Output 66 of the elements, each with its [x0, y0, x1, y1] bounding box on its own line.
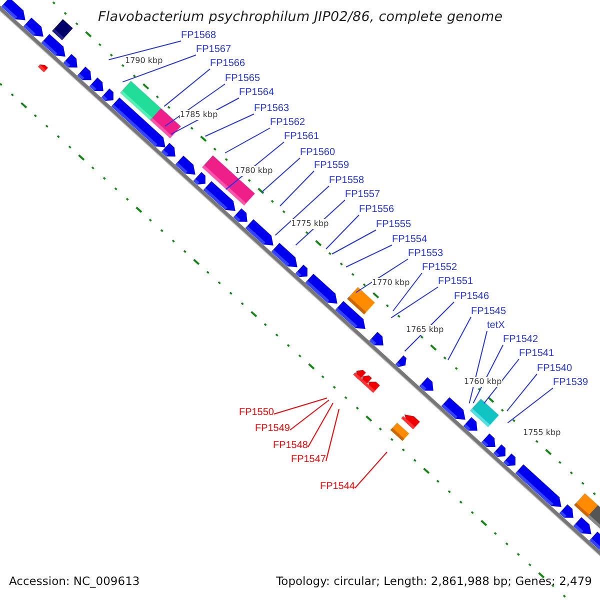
gene-label: FP1540 [537, 363, 572, 375]
gene-label: FP1567 [196, 44, 232, 56]
position-label: 1755 kbp [523, 428, 561, 438]
gene-label: FP1563 [254, 103, 290, 115]
leader-line [274, 398, 328, 414]
leader-line [290, 400, 330, 430]
gene-label: FP1565 [225, 73, 260, 85]
position-label: 1765 kbp [406, 325, 444, 335]
leader-line [164, 68, 210, 107]
gene-label: FP1568 [181, 30, 216, 42]
leader-line [326, 408, 340, 462]
leader-line [332, 230, 376, 254]
gene-label: FP1562 [270, 117, 306, 129]
leader-line [507, 388, 554, 424]
gene-label: FP1556 [359, 204, 394, 216]
leader-line [392, 272, 422, 312]
gene-label: FP1559 [314, 160, 350, 172]
leader-line [390, 286, 438, 318]
leader-line [280, 170, 314, 206]
leader-line [274, 186, 330, 236]
leader-line [355, 258, 408, 293]
leader-line [224, 128, 270, 154]
leader-line [468, 330, 488, 404]
gene-label: FP1551 [438, 276, 474, 288]
gene-label: FP1545 [471, 306, 506, 318]
leader-line [108, 40, 182, 60]
gene-label: FP1541 [519, 348, 554, 360]
gene-label: FP1546 [454, 291, 490, 303]
position-label: 1770 kbp [372, 278, 410, 288]
gene-label: FP1544 [320, 481, 355, 493]
gene-label: FP1560 [300, 147, 336, 159]
gene-label: FP1553 [408, 248, 444, 260]
leader-line [484, 358, 520, 404]
position-label: 1760 kbp [464, 377, 502, 387]
leader-line [326, 214, 360, 250]
leader-line [308, 402, 334, 448]
gene-label: FP1554 [392, 234, 428, 246]
gene-label: FP1552 [422, 262, 458, 274]
leader-line [346, 244, 392, 268]
gene-label: FP1549 [254, 423, 290, 435]
gene-label: FP1557 [345, 189, 380, 201]
gene-label: tetX [487, 320, 505, 332]
leader-line [164, 84, 226, 127]
leader-line [354, 452, 388, 488]
leader-line [261, 158, 300, 193]
leader-line [122, 54, 196, 82]
gene-label: FP1548 [272, 440, 308, 452]
accession-text: Accession: NC_009613 [9, 574, 140, 588]
gene-label: FP1558 [329, 175, 364, 187]
genome-stats-text: Topology: circular; Length: 2,861,988 bp; Genes: 2,479 [276, 574, 592, 588]
gene-label: FP1566 [210, 58, 246, 70]
leader-line [506, 374, 538, 412]
gene-label: FP1547 [290, 454, 326, 466]
gene-label: FP1555 [376, 219, 412, 231]
position-label: 1780 kbp [235, 166, 273, 176]
gene-label: FP1561 [284, 131, 320, 143]
gene-label: FP1542 [503, 334, 538, 346]
position-label: 1790 kbp [125, 56, 163, 66]
gene-label: FP1550 [238, 407, 274, 419]
gene-label: FP1539 [553, 377, 588, 389]
leader-line [448, 316, 472, 360]
gene-label: FP1564 [239, 87, 274, 99]
map-title: Flavobacterium psychrophilum JIP02/86, complete genome [98, 9, 503, 25]
position-label: 1775 kbp [291, 219, 329, 229]
leader-line [204, 114, 254, 137]
position-label: 1785 kbp [180, 110, 218, 120]
